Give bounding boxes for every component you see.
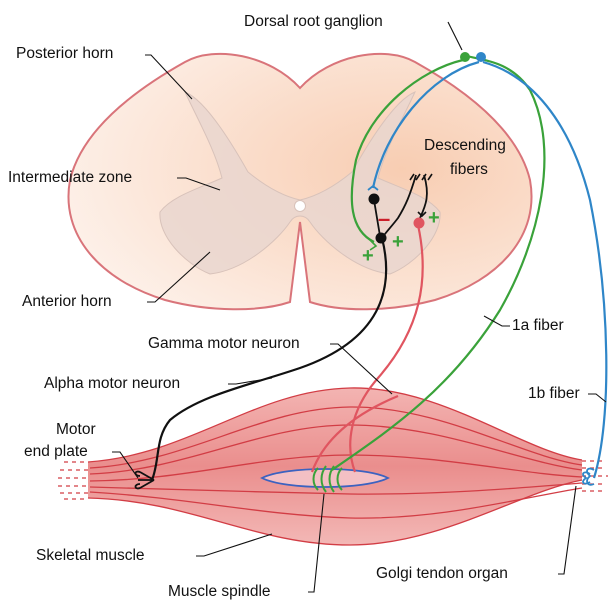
excitatory-sign: + [392, 231, 404, 253]
gamma-motor-neuron-cell [414, 218, 425, 229]
label-descending-fibers-line1: Descending [424, 137, 506, 154]
label-motor-end-plate-line1: Motor [56, 421, 96, 438]
muscle-spindle-capsule [262, 469, 388, 487]
label-motor-end-plate-line2: end plate [24, 443, 88, 460]
alpha-motor-neuron-cell [376, 233, 387, 244]
ganglion-cell-1a [460, 52, 470, 62]
inhibitory-sign: – [378, 206, 390, 231]
label-descending-fibers-line2: fibers [450, 161, 488, 178]
label-1b-fiber: 1b fiber [528, 385, 580, 402]
label-alpha-motor-neuron: Alpha motor neuron [44, 375, 180, 392]
label-intermediate-zone: Intermediate zone [8, 169, 132, 186]
label-gamma-motor-neuron: Gamma motor neuron [148, 335, 300, 352]
label-anterior-horn: Anterior horn [22, 293, 112, 310]
fiber-1b-path [483, 62, 606, 478]
interneuron-cell [369, 194, 380, 205]
ganglion-cell-1b [476, 52, 486, 62]
excitatory-sign: + [362, 245, 374, 267]
label-skeletal-muscle: Skeletal muscle [36, 547, 145, 564]
muscle-body [88, 388, 582, 545]
central-canal [295, 201, 306, 212]
label-dorsal-root-ganglion: Dorsal root ganglion [244, 13, 383, 30]
golgi-tendon-organ [583, 469, 594, 485]
excitatory-sign: + [428, 207, 440, 229]
label-posterior-horn: Posterior horn [16, 45, 113, 62]
label-muscle-spindle: Muscle spindle [168, 583, 271, 600]
label-golgi-tendon-organ: Golgi tendon organ [376, 565, 508, 582]
spinal-cord [68, 54, 531, 309]
label-1a-fiber: 1a fiber [512, 317, 564, 334]
spinal-cord-outline [68, 54, 531, 309]
